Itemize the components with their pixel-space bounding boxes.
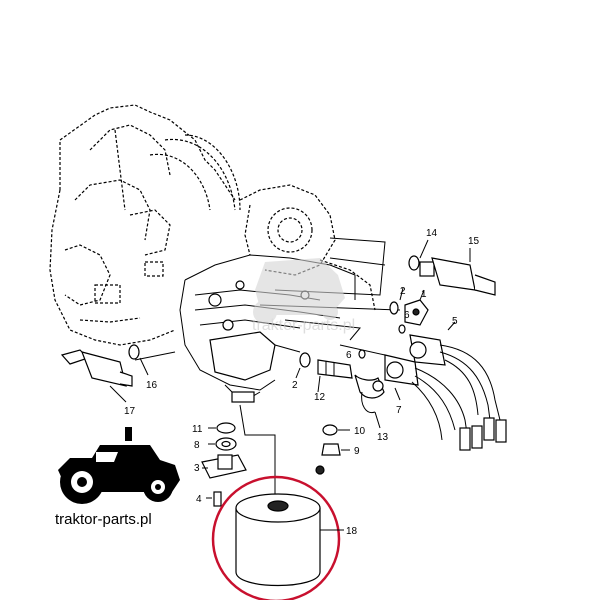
part-13-hose xyxy=(354,374,385,429)
part-6-upper xyxy=(398,324,406,334)
callout-6-lower: 6 xyxy=(346,350,352,361)
callout-1: 1 xyxy=(421,289,427,300)
part-3-adapter xyxy=(201,454,247,479)
callout-6-upper: 6 xyxy=(404,310,410,321)
part-5-solenoid xyxy=(409,321,507,443)
logo: traktor-parts.pl xyxy=(55,427,180,528)
part-8-washer xyxy=(208,437,237,451)
callout-18: 18 xyxy=(346,526,358,537)
part-11-oring xyxy=(208,422,236,434)
part-2-lower-washer xyxy=(295,352,311,379)
part-2-upper-washer xyxy=(389,287,404,315)
part-17-sensor xyxy=(60,349,133,403)
callout-3: 3 xyxy=(194,463,200,474)
callout-7: 7 xyxy=(396,405,402,416)
part-14-oring xyxy=(408,239,429,271)
callout-12: 12 xyxy=(314,392,326,403)
callout-4: 4 xyxy=(196,494,202,505)
callout-2-upper: 2 xyxy=(400,286,406,297)
callout-14: 14 xyxy=(426,228,438,239)
part-4-bolt xyxy=(206,491,222,507)
part-1-plug xyxy=(404,289,429,326)
callout-17: 17 xyxy=(124,406,136,417)
callout-15: 15 xyxy=(468,236,480,247)
part-10-oring xyxy=(322,424,350,436)
part-7-solenoid xyxy=(384,354,483,451)
callout-10: 10 xyxy=(354,426,366,437)
part-9-plug xyxy=(321,443,350,456)
highlight-circle xyxy=(211,475,341,600)
callout-labels: 1 2 2 3 4 5 6 6 7 8 9 10 11 12 13 14 15 … xyxy=(124,228,480,537)
transmission-housing xyxy=(49,104,241,346)
callout-5: 5 xyxy=(452,316,458,327)
callout-9: 9 xyxy=(354,446,360,457)
part-15-sensor xyxy=(419,248,496,296)
part-12-fitting xyxy=(317,359,353,393)
watermark: traktor-parts.pl xyxy=(252,258,355,334)
fitting-small xyxy=(315,465,325,475)
valve-body xyxy=(179,254,356,403)
part-6-lower xyxy=(358,349,366,359)
watermark-text: traktor-parts.pl xyxy=(252,317,355,334)
callout-11: 11 xyxy=(192,424,203,435)
callout-2-lower: 2 xyxy=(292,380,298,391)
part-16-oring xyxy=(128,344,149,376)
callout-16: 16 xyxy=(146,380,158,391)
part-18-filter xyxy=(211,475,344,600)
callout-13: 13 xyxy=(377,432,389,443)
logo-text: traktor-parts.pl xyxy=(55,511,152,528)
callout-8: 8 xyxy=(194,440,200,451)
